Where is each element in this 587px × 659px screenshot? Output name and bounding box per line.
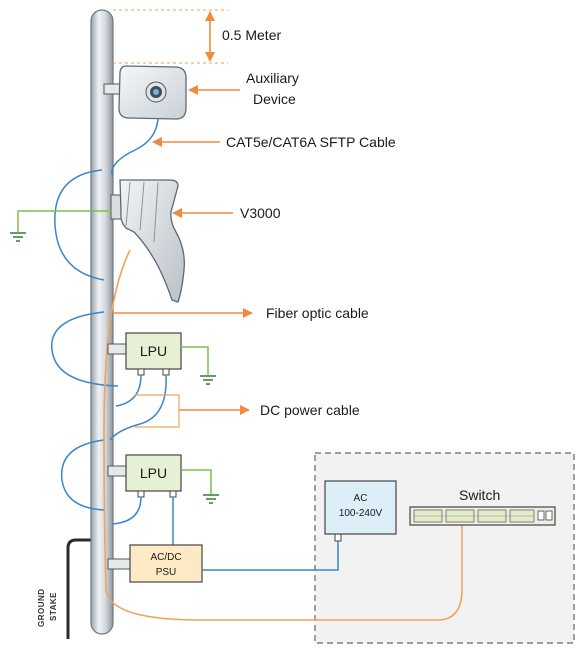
lpu-bottom-label: LPU [140,465,167,481]
height-label: 0.5 Meter [222,27,281,43]
dc-power-bracket [135,394,180,428]
ground-symbol-icon [10,232,26,242]
ground-stake-label-2: STAKE [49,592,58,621]
v3000-device [119,179,185,303]
ac-power-cable [202,541,339,571]
ground-symbol-icon [200,375,216,385]
blue-loop-mid [51,311,119,387]
ac-supply [324,480,397,535]
cat-cable-label: CAT5e/CAT6A SFTP Cable [226,134,396,150]
cat-cable [111,118,159,176]
fiber-label: Fiber optic cable [266,305,369,321]
lpu-top [125,332,182,370]
dc-power-label: DC power cable [260,402,360,418]
ac-label-1: AC [354,493,368,504]
fiber-optic-cable [103,249,463,621]
switch-label: Switch [459,487,500,503]
lpu-top-ground-wire [181,346,209,375]
psu-label-2: PSU [156,567,177,578]
v3000-ground-wire [17,210,112,232]
auxiliary-label-2: Device [253,91,296,107]
network-switch [409,506,556,526]
camera-lens-icon [145,81,167,103]
lpu-top-label: LPU [140,343,167,359]
lpu-bottom-ground-wire [181,469,212,494]
psu-label-1: AC/DC [150,552,181,563]
lpu-bottom [125,454,182,492]
psu [129,544,203,583]
ac-label-2: 100-240V [339,508,383,519]
blue-loop-lower [60,439,105,511]
ground-stake [66,538,92,639]
ground-symbol-icon [203,494,219,504]
ground-stake-label-1: GROUND [37,588,46,627]
blue-loop-upper [54,169,105,281]
auxiliary-label-1: Auxiliary [246,70,299,86]
v3000-label: V3000 [240,205,281,221]
pole [90,9,114,635]
